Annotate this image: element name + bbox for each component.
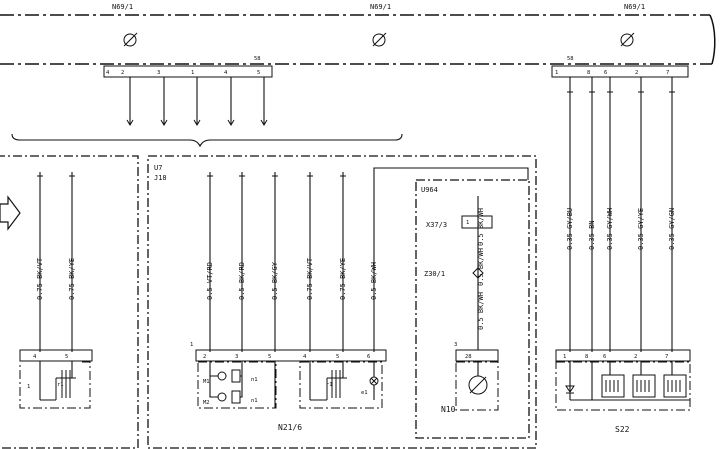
component-pos1: 1 — [27, 384, 30, 390]
module-label-n69-right: N69/1 — [624, 3, 645, 11]
bus-pin: 7 — [666, 70, 669, 76]
bus-end-cap — [709, 14, 716, 65]
wire-label: 0.35 GY/WH — [606, 208, 614, 250]
middle-wires — [209, 167, 529, 352]
left-group-box — [0, 155, 139, 449]
middle-group-box — [147, 155, 537, 449]
bus-stubs-left — [129, 77, 265, 124]
middle-group: U7 J18 0.5 VT/RD 0.5 BK/RD 0.5 BK/GY 0.7… — [147, 155, 537, 449]
wire-label: 0.5 BK/WH — [370, 262, 378, 300]
component-r1: r1 — [326, 382, 333, 388]
module-label-n10: N10 — [441, 405, 456, 414]
component-n1: n1 — [251, 398, 258, 404]
component-pos1: 1 — [190, 342, 193, 348]
wire-label: 0.35 GY/GN — [668, 208, 676, 250]
group-label-u7: U7 — [154, 164, 162, 172]
wire-label: 0.35 GY/BU — [566, 208, 574, 250]
pin-number: 28 — [465, 354, 472, 360]
module-symbol-left — [123, 32, 138, 47]
module-label-s22: S22 — [615, 425, 630, 434]
strip-tick: 1 — [466, 220, 469, 226]
seat-heater-element-middle: r1 e1 — [299, 361, 383, 409]
bus-module: N69/1 N69/1 N69/1 58 58 4 2 3 1 4 5 1 8 … — [0, 3, 716, 148]
motor-assembly: M1 M2 n1 n1 — [197, 361, 277, 409]
wire-label: 0.5 BK/GY — [271, 261, 279, 300]
bus-pin: 5 — [257, 70, 260, 76]
module-symbol-n10 — [468, 361, 488, 395]
module-symbol-right — [620, 32, 635, 47]
right-wires — [569, 77, 673, 352]
component-m2: M2 — [203, 400, 210, 406]
component-m1: M1 — [203, 379, 210, 385]
module-label-n69-left: N69/1 — [112, 3, 133, 11]
component-n1: n1 — [251, 377, 258, 383]
pin-number: 6 — [367, 354, 370, 360]
switch-box-s22 — [555, 361, 691, 411]
splice-z30 — [472, 267, 484, 279]
connector-strip-right — [551, 65, 689, 78]
wire-label: 0.35 BN — [588, 220, 596, 250]
bus-pin: 3 — [157, 70, 160, 76]
seat-heater-element-left: r1 1 — [19, 361, 91, 409]
connector-s22 — [555, 349, 691, 362]
pin-number: 6 — [603, 354, 606, 360]
strip-tick: 58 — [254, 56, 261, 62]
wire-label: 0.75 BK/YE — [68, 258, 76, 300]
component-r1: r1 — [57, 382, 64, 388]
component-pos3: 3 — [454, 342, 457, 348]
pin-number: 5 — [268, 354, 271, 360]
left-group: 0.75 BK/VT 0.75 BK/YE 4 5 r1 1 — [0, 155, 139, 449]
u964-group-box — [415, 179, 530, 439]
pin-number: 1 — [563, 354, 566, 360]
group-brace — [11, 133, 403, 148]
bus-pin: 1 — [191, 70, 194, 76]
bus-pin: 2 — [121, 70, 124, 76]
pin-number: 4 — [303, 354, 307, 360]
bus-pin: 2 — [635, 70, 638, 76]
right-group: 0.35 GY/BU 0.35 BN 0.35 GY/WH 0.35 GY/YE… — [555, 77, 691, 434]
pin-number: 5 — [65, 354, 68, 360]
diode-indicator — [565, 361, 575, 400]
u964-group: U964 0.5 BK/WH 1 X37/3 0.5 BK/WH Z30/1 0… — [415, 179, 530, 439]
pin-number: 4 — [33, 354, 37, 360]
n10-box — [455, 361, 499, 411]
pin-number: 2 — [634, 354, 637, 360]
wire-label: 0.75 BK/VT — [306, 257, 314, 300]
wire-label: 0.5 BK/RD — [238, 262, 246, 300]
wire-label: 0.35 GY/YE — [637, 208, 645, 250]
pin-number: 2 — [203, 354, 206, 360]
module-label-n69-mid: N69/1 — [370, 3, 391, 11]
module-symbol-mid — [372, 32, 387, 47]
group-label-j18: J18 — [154, 174, 167, 182]
bus-pin: 4 — [224, 70, 228, 76]
pin-number: 7 — [665, 354, 668, 360]
bus-pin: 4 — [106, 70, 110, 76]
wire-label: 0.5 BK/WH — [477, 292, 485, 330]
wire-label: 0.75 BK/YE — [339, 258, 347, 300]
arrow-right-icon — [0, 195, 21, 231]
bus-pin: 1 — [555, 70, 558, 76]
bus-pin: 6 — [604, 70, 607, 76]
bus-stub-arrows — [126, 119, 268, 126]
pin-number: 5 — [336, 354, 339, 360]
connector-x37 — [461, 215, 493, 229]
module-label-n21-6: N21/6 — [278, 423, 302, 432]
wire-label: 0.5 BK/WH — [477, 208, 485, 246]
pin-number: 3 — [235, 354, 238, 360]
connector-strip-left — [103, 65, 273, 78]
connector-label-x37: X37/3 — [426, 221, 447, 229]
wire-label: 0.5 BK/WH — [477, 248, 485, 286]
bus-pin: 8 — [587, 70, 590, 76]
group-label-u964: U964 — [421, 186, 438, 194]
splice-label-z30: Z30/1 — [424, 270, 445, 278]
pin-number: 8 — [585, 354, 588, 360]
wire-label: 0.5 VT/RD — [206, 262, 214, 300]
switch-contacts — [570, 361, 690, 401]
component-e1: e1 — [361, 390, 368, 396]
connector-n21 — [195, 349, 387, 362]
strip-tick: 58 — [567, 56, 574, 62]
wire-label: 0.75 BK/VT — [36, 257, 44, 300]
